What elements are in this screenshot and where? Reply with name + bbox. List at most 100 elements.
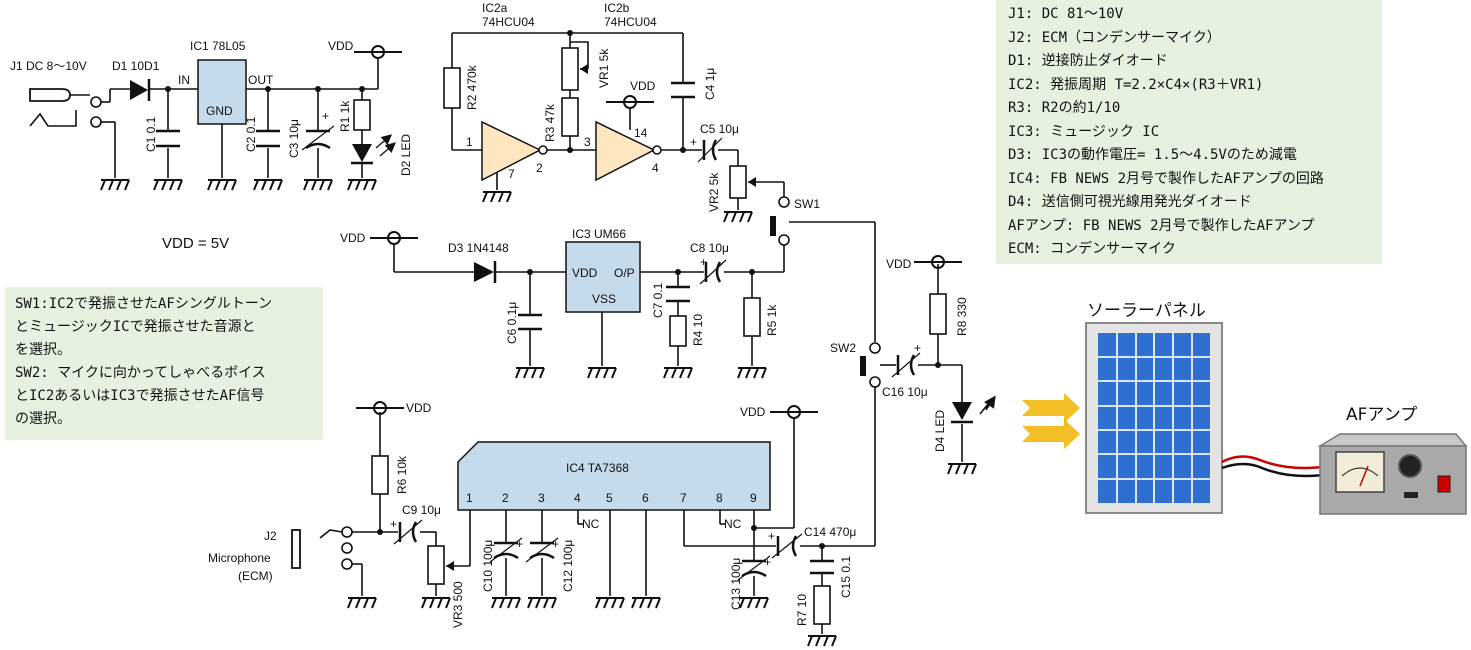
label-ic2a: IC2a xyxy=(482,1,508,15)
label-vdd-equals: VDD = 5V xyxy=(162,235,229,252)
solar-panel-caption: ソーラーパネル xyxy=(1087,301,1206,321)
label-ic1-in: IN xyxy=(178,73,190,87)
ic3-music-ic xyxy=(565,241,641,313)
label-ic1-out: OUT xyxy=(248,73,274,87)
label-r8: R8 330 xyxy=(955,297,969,336)
label-ic4-pin-9: 9 xyxy=(750,491,757,505)
label-c10: C10 100μ xyxy=(481,540,495,592)
label-pin-2: 2 xyxy=(536,161,543,175)
ic2a-inverter xyxy=(481,120,542,182)
label-c12: C12 100μ xyxy=(561,540,575,592)
label-c14: C14 470μ xyxy=(804,525,856,539)
label-d1: D1 10D1 xyxy=(112,59,160,73)
label-ic1-gnd: GND xyxy=(206,104,233,118)
label-ic4-pin-6: 6 xyxy=(642,491,649,505)
note-ic2: IC2: 発振周期 T=2.2×C4×(R3＋VR1) xyxy=(1008,76,1264,93)
label-pin-1: 1 xyxy=(466,135,473,149)
label-vdd-2: VDD xyxy=(630,79,656,93)
label-vdd-5: VDD xyxy=(406,401,432,415)
power-switch-icon xyxy=(1437,475,1451,493)
label-r5: R5 1k xyxy=(765,304,779,336)
note-sw1-line-1: SW1:IC2で発振させたAFシングルトーン xyxy=(15,296,273,312)
label-vdd-3: VDD xyxy=(340,231,366,245)
label-ic2a-part: 74HCU04 xyxy=(482,15,535,29)
label-ic4-pin-2: 2 xyxy=(502,491,509,505)
label-ic4-pin-8: 8 xyxy=(716,491,723,505)
label-nc-2: NC xyxy=(724,517,742,531)
label-c6: C6 0.1μ xyxy=(505,302,519,344)
label-pin-4: 4 xyxy=(652,161,659,175)
label-c16: C16 10μ xyxy=(882,385,928,399)
red-wire xyxy=(1221,455,1331,470)
label-ic4-pin-4: 4 xyxy=(574,491,581,505)
label-sw2: SW2 xyxy=(830,341,856,355)
note-d3: D3: IC3の動作電圧= 1.5～4.5Vのため減電 xyxy=(1008,147,1297,163)
label-c15: C15 0.1 xyxy=(839,556,853,598)
label-r6: R6 10k xyxy=(395,455,409,494)
black-wire xyxy=(1221,462,1331,478)
label-c9-plus: + xyxy=(390,517,397,531)
label-ic4-pin-3: 3 xyxy=(538,491,545,505)
label-c1: C1 0.1 xyxy=(144,116,158,152)
solar-panel xyxy=(1085,322,1223,514)
label-ecm: (ECM) xyxy=(238,569,273,583)
note-sw2-line-1: SW2: マイクに向かってしゃべるボイス xyxy=(15,365,266,381)
label-c5-plus: + xyxy=(690,135,697,149)
label-d3: D3 1N4148 xyxy=(448,241,509,255)
label-nc-1: NC xyxy=(582,517,600,531)
component-notes: J1: DC 81～10V J2: ECM（コンデンサーマイク） D1: 逆接防… xyxy=(996,0,1382,264)
label-c3-plus: + xyxy=(322,109,329,123)
note-d4: D4: 送信側可視光線用発光ダイオード xyxy=(1008,194,1252,210)
label-c9: C9 10μ xyxy=(402,503,441,517)
note-af-amp: AFアンプ: FB NEWS 2月号で製作したAFアンプ xyxy=(1008,217,1315,234)
label-c13-plus: + xyxy=(764,555,771,569)
note-sw1-line-2: とミュージックICで発振させた音源と xyxy=(15,319,256,335)
label-r2: R2 470k xyxy=(465,64,479,110)
label-c8-plus: + xyxy=(700,255,707,269)
note-ic3: IC3: ミュージック IC xyxy=(1008,123,1160,140)
label-r1: R1 1k xyxy=(338,100,352,132)
note-ecm: ECM: コンデンサーマイク xyxy=(1008,241,1176,257)
label-ic3-vdd: VDD xyxy=(572,266,598,280)
label-c8: C8 10μ xyxy=(690,241,729,255)
note-sw2-line-2: とIC2あるいはIC3で発振させたAF信号 xyxy=(15,388,265,404)
label-ic3: IC3 UM66 xyxy=(572,227,626,241)
note-ic4: IC4: FB NEWS 2月号で製作したAFアンプの回路 xyxy=(1008,170,1324,187)
note-r3: R3: R2の約1/10 xyxy=(1008,100,1121,116)
label-vr1: VR1 5k xyxy=(597,48,611,88)
af-amp-device xyxy=(1317,433,1468,515)
note-d1: D1: 逆接防止ダイオード xyxy=(1008,53,1168,69)
label-ic4: IC4 TA7368 xyxy=(566,461,629,475)
label-c3: C3 10μ xyxy=(287,119,301,158)
label-d4: D4 LED xyxy=(933,410,947,452)
label-r3: R3 47k xyxy=(543,103,557,142)
ic4-amplifier xyxy=(457,441,771,511)
switch-notes: SW1:IC2で発振させたAFシングルトーン とミュージックICで発振させた音源… xyxy=(5,287,323,440)
label-ic4-pin-1: 1 xyxy=(466,491,473,505)
label-ic1: IC1 78L05 xyxy=(190,39,246,53)
label-c14-plus: + xyxy=(768,529,775,543)
label-ic3-vss: VSS xyxy=(592,292,616,306)
label-vr2: VR2 5k xyxy=(707,172,721,212)
label-c2: C2 0.1 xyxy=(244,116,258,152)
label-pin-14: 14 xyxy=(634,126,648,140)
label-ic4-pin-5: 5 xyxy=(606,491,613,505)
label-sw1: SW1 xyxy=(794,197,820,211)
label-vr3: VR3 500 xyxy=(451,581,465,628)
label-r7: R7 10 xyxy=(795,594,809,626)
label-c10-plus: + xyxy=(516,537,523,551)
label-microphone: Microphone xyxy=(208,551,271,565)
note-j1: J1: DC 81～10V xyxy=(1008,6,1124,22)
label-j2: J2 xyxy=(264,529,277,543)
af-amp-caption: AFアンプ xyxy=(1346,405,1418,425)
label-ic3-op: O/P xyxy=(614,266,635,280)
label-j1: J1 DC 8～10V xyxy=(10,59,87,73)
label-ic2b: IC2b xyxy=(604,1,630,15)
ic1-regulator xyxy=(197,59,247,125)
label-pin-3: 3 xyxy=(584,135,591,149)
note-sw1-line-3: を選択。 xyxy=(15,342,71,358)
label-c4: C4 1μ xyxy=(703,68,717,100)
label-ic2b-part: 74HCU04 xyxy=(604,15,657,29)
volume-knob-icon xyxy=(1398,454,1422,478)
